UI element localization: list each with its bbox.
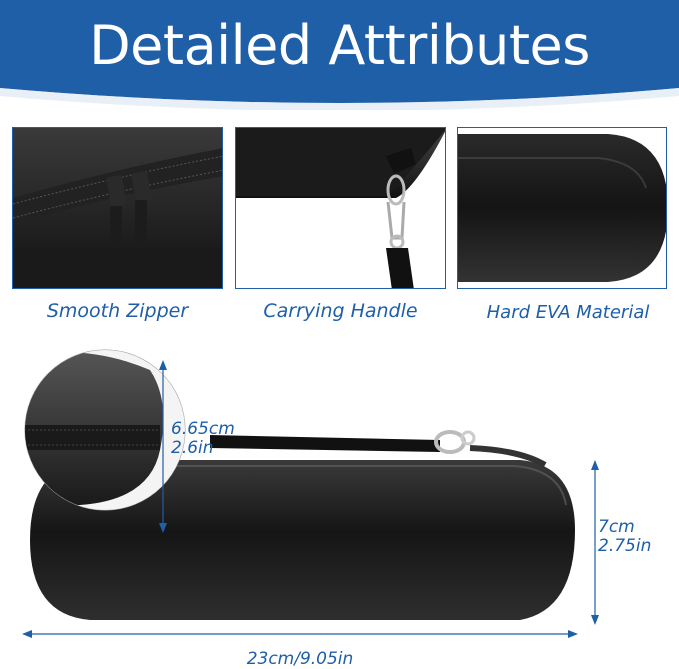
handle-detail-image [235, 127, 446, 289]
feature-label-zipper: Smooth Zipper [46, 300, 189, 322]
feature-label-material: Hard EVA Material [486, 302, 650, 323]
height-in: 2.6in [171, 438, 214, 458]
height-dimension-label: 6.65cm 2.6in [171, 420, 235, 458]
page-title: Detailed Attributes [89, 14, 590, 77]
product-case-image [22, 349, 599, 638]
width-dimension-label: 7cm 2.75in [598, 518, 651, 556]
material-detail-image [457, 127, 667, 289]
length-dimension-label: 23cm/9.05in [246, 649, 354, 669]
zipper-detail-image [12, 127, 223, 289]
height-cm: 6.65cm [171, 419, 235, 439]
header-banner: Detailed Attributes [0, 0, 679, 110]
feature-label-handle: Carrying Handle [263, 300, 418, 322]
banner-shape [0, 0, 679, 110]
width-cm: 7cm [598, 517, 635, 537]
width-in: 2.75in [598, 536, 652, 556]
